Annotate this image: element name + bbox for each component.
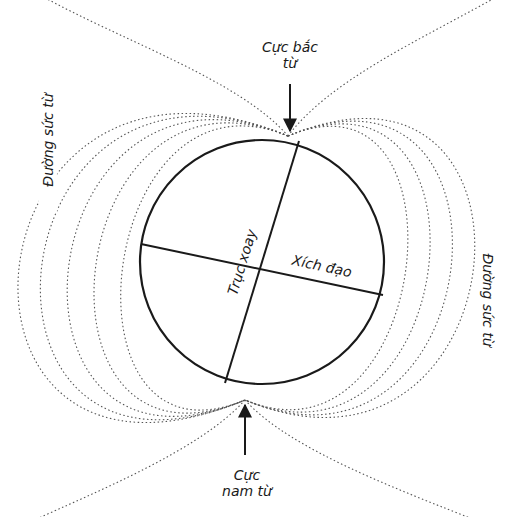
south-pole-arrow — [244, 405, 246, 455]
field-line-label: Đường sức từ — [479, 227, 497, 373]
equator-label: Xích đạo — [267, 247, 378, 286]
field-line-label: Đường sức từ — [39, 67, 57, 213]
pole-label: Cực bắc từ — [262, 39, 318, 71]
equator-line — [141, 244, 383, 295]
field-lines — [18, 0, 500, 517]
earth-circle — [140, 140, 384, 384]
north-pole-arrow — [289, 84, 291, 131]
pole-label: Cực nam từ — [219, 467, 275, 499]
